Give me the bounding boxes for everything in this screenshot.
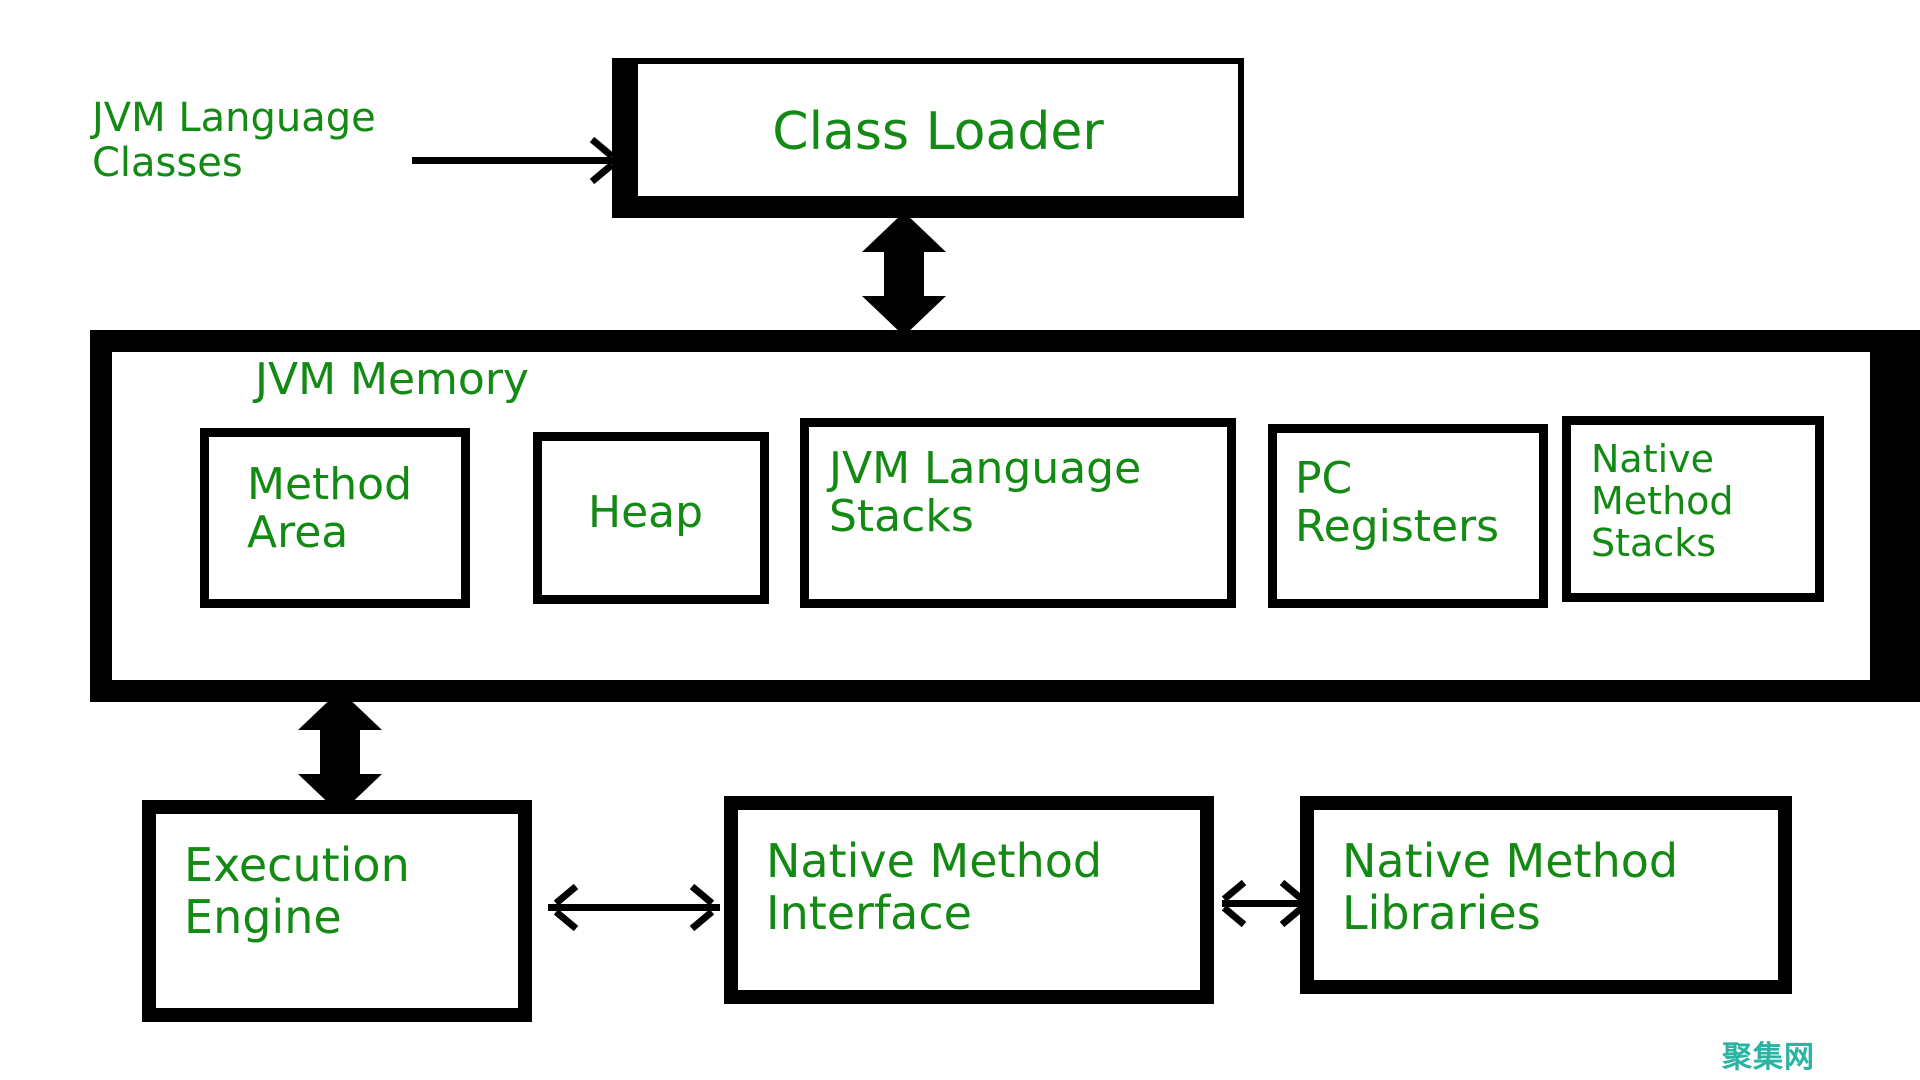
memory-region-label: Native Method Stacks [1591, 437, 1734, 565]
native-method-libraries-box[interactable]: Native Method Libraries [1300, 796, 1792, 994]
block-arrow-memory-engine [298, 690, 382, 814]
memory-region-label: PC Registers [1295, 453, 1500, 553]
native-method-interface-box[interactable]: Native Method Interface [724, 796, 1214, 1004]
watermark-text: 聚集网 [1722, 1040, 1815, 1075]
class-loader-box[interactable]: Class Loader [612, 58, 1244, 218]
memory-region-jvm-language-stacks[interactable]: JVM Language Stacks [800, 418, 1236, 608]
native-method-libraries-label: Native Method Libraries [1342, 834, 1679, 940]
memory-region-native-method-stacks[interactable]: Native Method Stacks [1562, 416, 1824, 602]
memory-region-label: Heap [588, 487, 704, 538]
jvm-memory-title: JVM Memory [255, 354, 529, 405]
native-method-interface-label: Native Method Interface [766, 834, 1103, 940]
block-arrow-loader-memory [862, 212, 946, 336]
execution-engine-box[interactable]: Execution Engine [142, 800, 532, 1022]
memory-region-label: JVM Language Stacks [829, 443, 1142, 543]
class-loader-label: Class Loader [772, 102, 1104, 162]
memory-region-pc-registers[interactable]: PC Registers [1268, 424, 1548, 608]
execution-engine-label: Execution Engine [184, 838, 410, 944]
memory-region-label: Method Area [247, 459, 413, 559]
jvm-language-classes-label: JVM Language Classes [92, 95, 376, 186]
memory-region-method-area[interactable]: Method Area [200, 428, 470, 608]
memory-region-heap[interactable]: Heap [533, 432, 769, 604]
